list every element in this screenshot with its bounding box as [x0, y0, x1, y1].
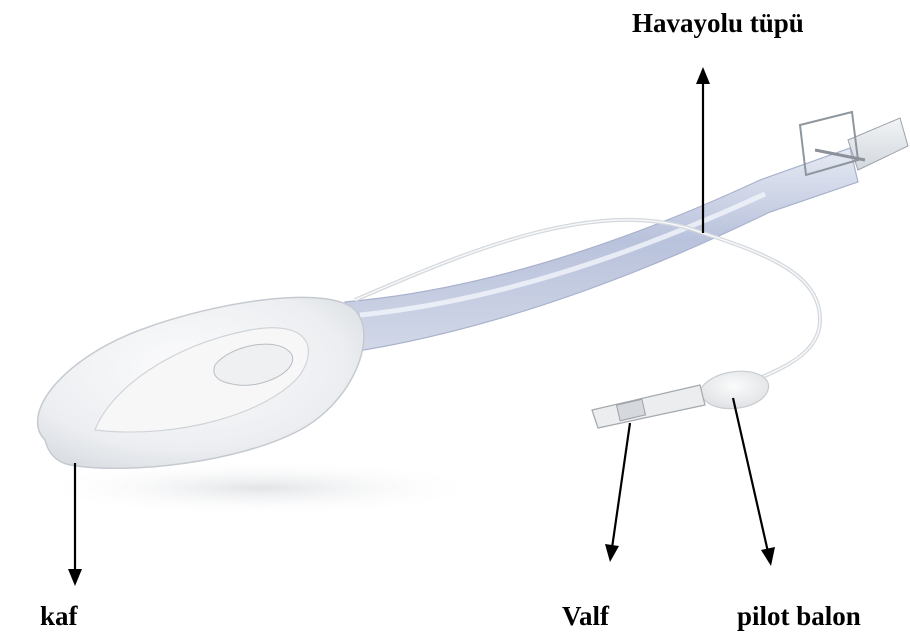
arrow-valve [605, 423, 630, 562]
valve [592, 385, 705, 428]
label-cuff: kaf [40, 603, 78, 630]
label-airway-tube: Havayolu tüpü [632, 10, 804, 37]
label-pilot-balloon: pilot balon [737, 603, 861, 630]
label-valve: Valf [562, 603, 609, 630]
arrow-pilot-balloon [733, 398, 775, 566]
airway-tube [345, 148, 858, 352]
